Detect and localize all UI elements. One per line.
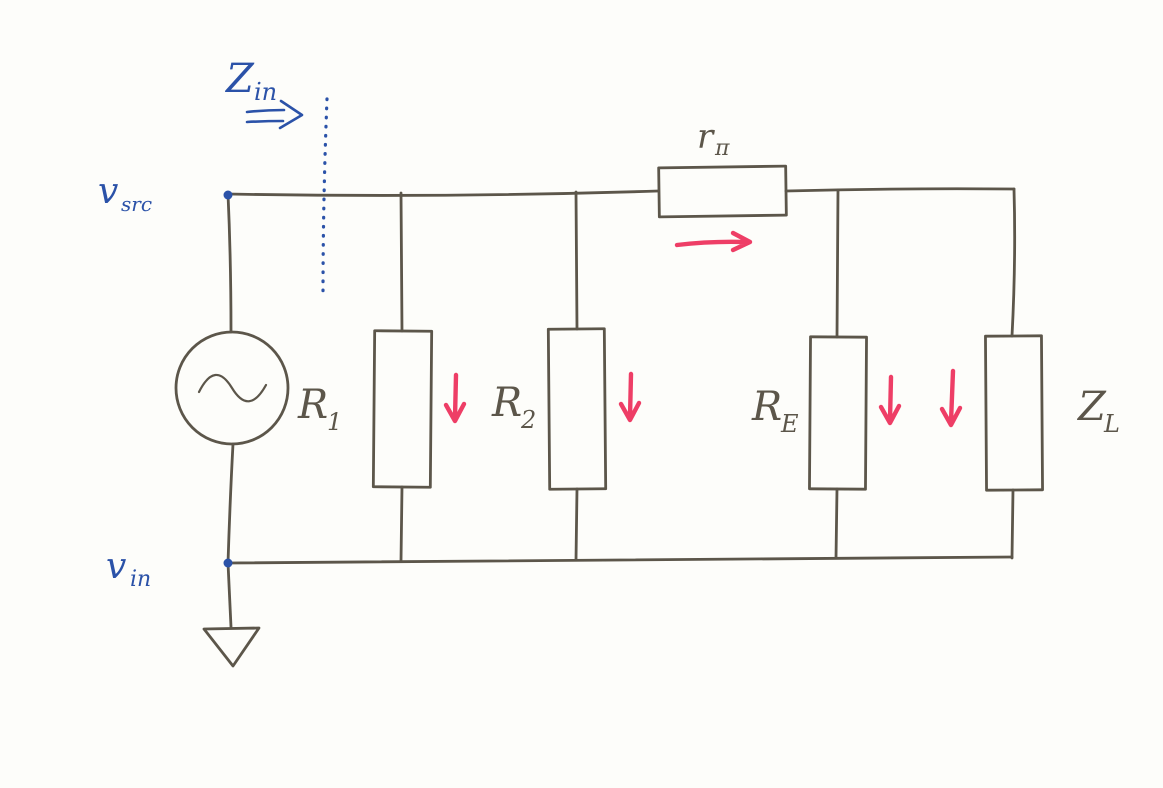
top-wire-left xyxy=(226,189,660,197)
right-rail-wire xyxy=(1010,187,1017,338)
re-label-sub: E xyxy=(780,410,799,438)
ground-stem-wire xyxy=(226,561,233,629)
top-wire-right xyxy=(784,187,1016,193)
r1-label: R xyxy=(297,382,328,428)
zl-label-sub: L xyxy=(1103,410,1120,438)
rpi-label: r xyxy=(697,117,715,157)
source-top-wire xyxy=(226,192,233,334)
r2-box xyxy=(546,327,608,491)
rpi-label-sub: π xyxy=(714,136,730,161)
rpi-current-arrow-icon xyxy=(674,230,753,253)
vsrc-label-sub: src xyxy=(121,192,152,216)
vsrc-node-dot xyxy=(223,190,233,200)
zl-bottom-wire xyxy=(1010,488,1015,560)
re-box xyxy=(808,335,868,491)
zin-arrow-icon xyxy=(245,99,304,130)
re-label: R xyxy=(751,384,782,430)
ac-source-sine-icon xyxy=(197,373,268,403)
r1-top-wire xyxy=(399,191,404,333)
r2-label-sub: 2 xyxy=(520,406,536,434)
zin-cut-dotted-line xyxy=(321,97,329,298)
r2-bottom-wire xyxy=(574,487,579,562)
vin-label: v xyxy=(106,546,126,587)
vsrc-label: v xyxy=(98,171,118,212)
source-bottom-wire xyxy=(226,442,235,565)
zin-label-sub: in xyxy=(254,78,277,106)
bottom-wire xyxy=(227,555,1014,565)
re-top-wire xyxy=(835,188,840,339)
zin-label: Z xyxy=(224,56,255,102)
r1-box xyxy=(371,329,434,489)
vin-node-dot xyxy=(223,558,233,568)
zl-current-arrow-icon xyxy=(939,368,963,428)
r2-current-arrow-icon xyxy=(618,371,642,423)
re-current-arrow-icon xyxy=(878,374,902,426)
r1-current-arrow-icon xyxy=(443,372,467,424)
re-bottom-wire xyxy=(834,487,839,560)
zl-label: Z xyxy=(1076,384,1107,430)
r2-top-wire xyxy=(574,190,579,331)
vin-label-sub: in xyxy=(130,567,151,592)
r2-label: R xyxy=(491,380,522,426)
rpi-box xyxy=(657,164,788,219)
r1-bottom-wire xyxy=(399,485,404,563)
zl-box xyxy=(984,334,1044,492)
ground-icon xyxy=(202,626,261,668)
ac-source-circle xyxy=(174,330,290,446)
r1-label-sub: 1 xyxy=(327,408,342,436)
